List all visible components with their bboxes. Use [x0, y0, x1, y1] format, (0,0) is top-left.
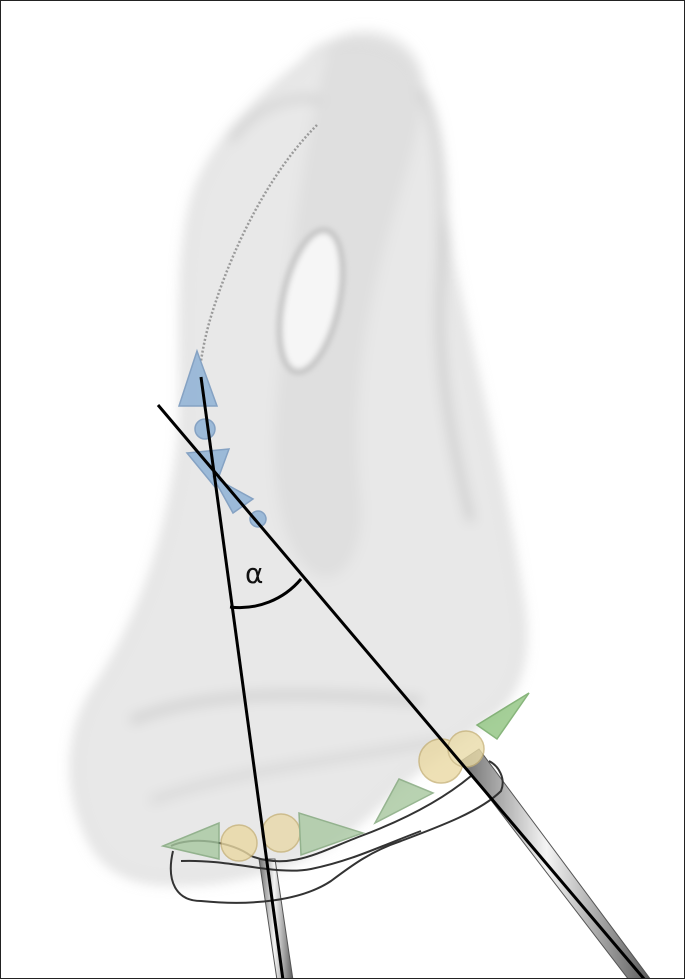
yellow-sphere-marker	[262, 814, 300, 852]
yellow-sphere-marker	[221, 825, 257, 861]
pin-right	[461, 749, 651, 979]
blue-sphere-marker	[195, 419, 215, 439]
yellow-sphere-marker	[448, 731, 484, 767]
angle-label: α	[245, 557, 263, 590]
